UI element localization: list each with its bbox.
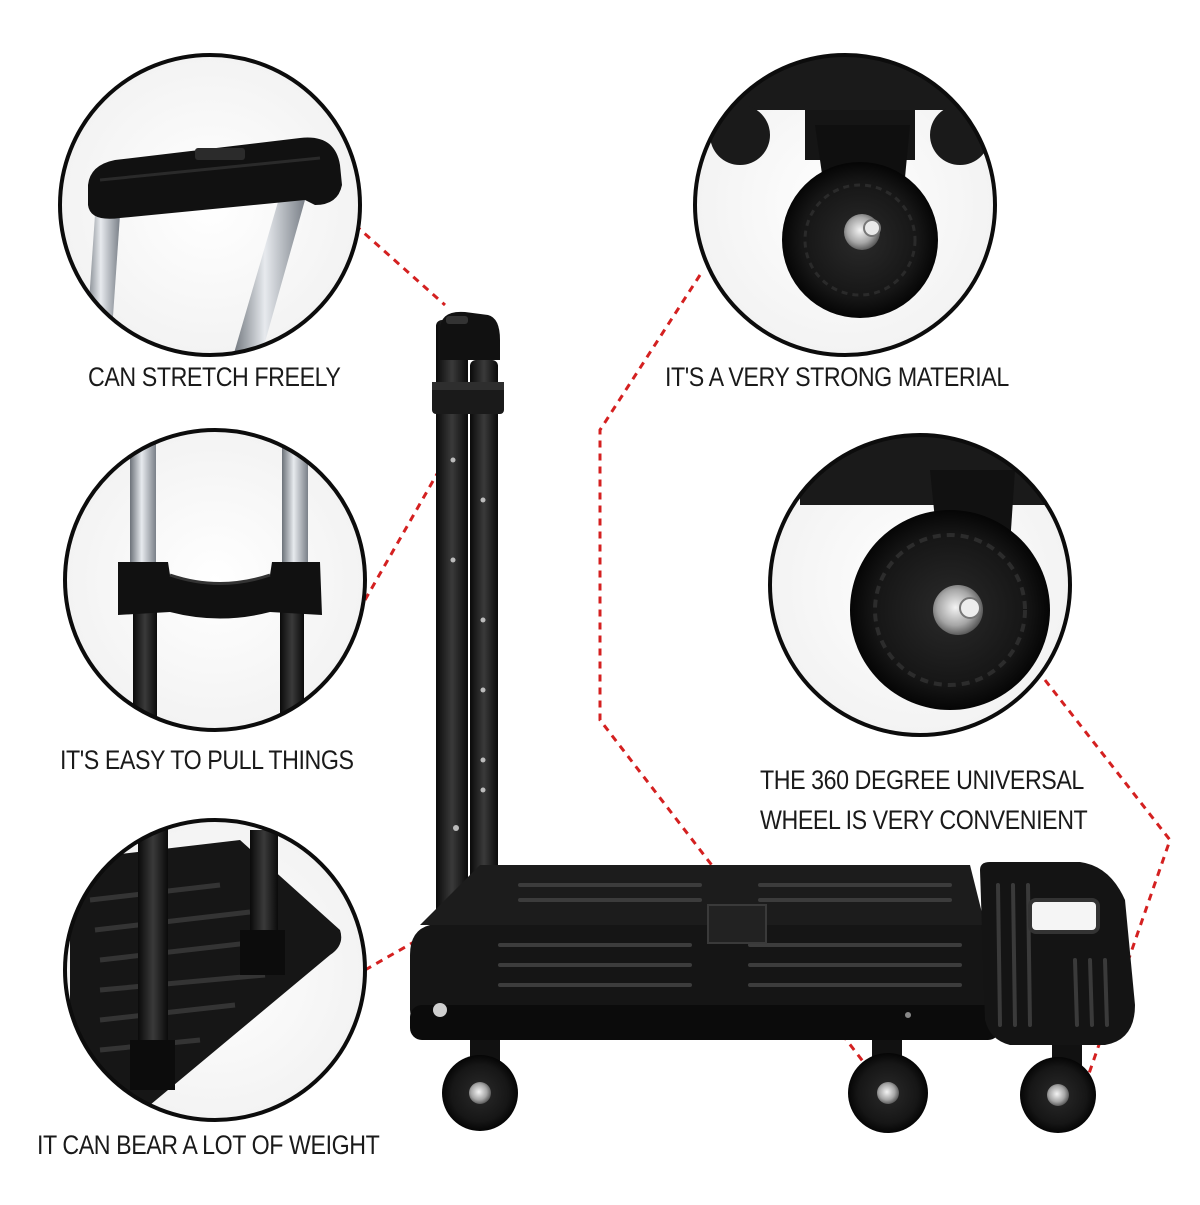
- callout-line-joint: [363, 459, 447, 601]
- caption-pull: IT'S EASY TO PULL THINGS: [60, 745, 354, 775]
- callout-line-wheel: [1043, 679, 1172, 1086]
- caption-material: IT'S A VERY STRONG MATERIAL: [665, 362, 1009, 392]
- caster-wheel-closeup: [693, 53, 997, 357]
- handle-joint-closeup: [63, 428, 367, 732]
- caption-wheel-line1: THE 360 DEGREE UNIVERSAL: [760, 765, 1084, 795]
- handle-closeup: [58, 53, 362, 357]
- base-closeup: [63, 818, 367, 1122]
- caster-front-right: [1020, 1045, 1096, 1133]
- caption-wheel: THE 360 DEGREE UNIVERSAL WHEEL IS VERY C…: [760, 760, 1088, 840]
- caption-weight: IT CAN BEAR A LOT OF WEIGHT: [37, 1130, 380, 1160]
- caster-front-left: [442, 1040, 518, 1131]
- caption-wheel-line2: WHEEL IS VERY CONVENIENT: [760, 805, 1088, 835]
- swivel-wheel-closeup: [768, 433, 1072, 737]
- callout-line-handle: [354, 223, 446, 307]
- caption-stretch: CAN STRETCH FREELY: [88, 362, 341, 392]
- folding-trolley: [410, 311, 1135, 1133]
- caster-front-middle: [848, 1040, 928, 1133]
